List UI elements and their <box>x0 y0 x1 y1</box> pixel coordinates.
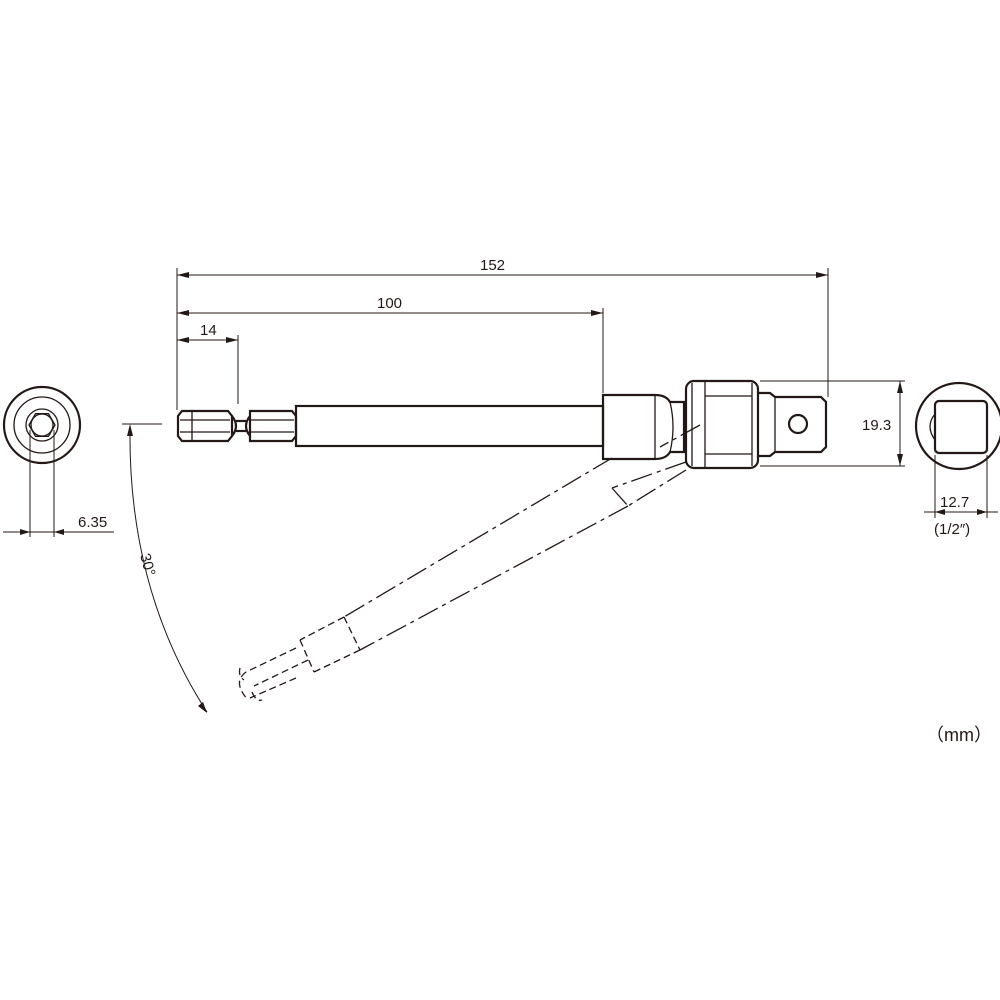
body-diameter-label: 19.3 <box>862 417 891 434</box>
hex-size-label: 6.35 <box>78 514 107 531</box>
unit-label: （mm） <box>926 725 992 745</box>
square-drive-label: 12.7 <box>940 494 969 511</box>
top-dimension-lines <box>176 268 829 410</box>
body-diameter-dimension <box>760 380 905 467</box>
swivel-position-phantom <box>238 424 701 701</box>
angle-dimension <box>122 423 208 713</box>
tool-side-view <box>176 379 828 470</box>
swivel-angle-label: 30° <box>136 552 158 578</box>
square-drive-inch-label: (1/2″) <box>934 521 970 538</box>
shank-length-label: 100 <box>377 295 402 312</box>
hex-tip-length-label: 14 <box>200 322 217 339</box>
square-drive-end-view <box>914 381 1000 518</box>
overall-length-label: 152 <box>480 257 505 274</box>
hex-end-view <box>2 385 114 537</box>
